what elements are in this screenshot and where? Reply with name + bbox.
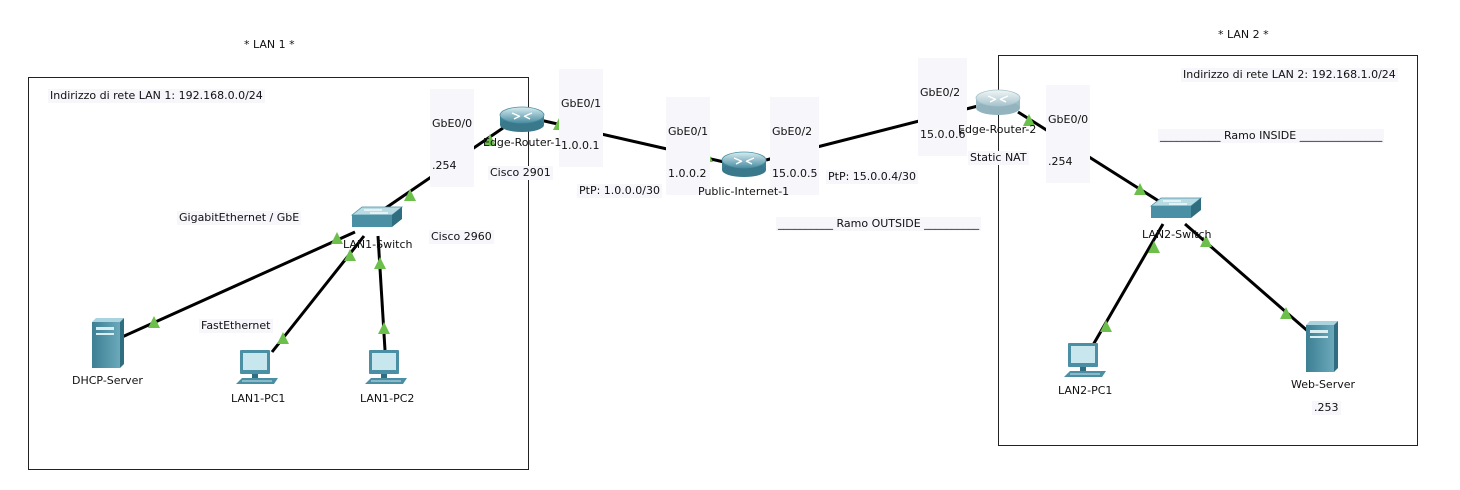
link-up-icon (1023, 114, 1035, 126)
link-up-icon (344, 249, 356, 261)
nat-note: Static NAT (968, 151, 1029, 165)
pi-if1-name: GbE0/1 (668, 125, 709, 138)
lan1-network-note: Indirizzo di rete LAN 1: 192.168.0.0/24 (48, 89, 265, 103)
pi-if1-ip: 1.0.0.2 (668, 167, 707, 180)
link-up-icon (277, 332, 289, 344)
web-server-icon[interactable] (1306, 321, 1338, 372)
link-up-icon (331, 232, 343, 244)
dhcp-server-icon[interactable] (92, 318, 124, 368)
ptp1-note: PtP: 1.0.0.0/30 (577, 184, 662, 198)
public-internet-1-icon[interactable] (721, 151, 767, 177)
web-server-label[interactable]: Web-Server (1291, 378, 1356, 391)
outside-note: __________ Ramo OUTSIDE __________ (776, 217, 982, 231)
r1-lan-if: GbE0/0 .254 (430, 89, 475, 187)
pi-if2-ip: 15.0.0.5 (772, 167, 818, 180)
lan1-fe-note: FastEthernet (199, 319, 273, 333)
link-switch1-dhcp (121, 230, 356, 339)
lan1-pc1-icon[interactable] (236, 350, 278, 384)
link-up-icon (1280, 307, 1292, 319)
links (121, 104, 1311, 353)
r2-wan-if: GbE0/2 15.0.0.6 (918, 58, 968, 156)
pi-if2: GbE0/2 15.0.0.5 (770, 97, 820, 195)
link-up-icon (1100, 320, 1112, 332)
r2-lan-if-ip: .254 (1048, 155, 1073, 168)
lan1-title: * LAN 1 * (244, 38, 295, 51)
lan1-pc2-icon[interactable] (365, 350, 407, 384)
r2-wan-if-ip: 15.0.0.6 (920, 128, 966, 141)
pi-if2-name: GbE0/2 (772, 125, 813, 138)
link-up-icon (148, 316, 160, 328)
r2-lan-if-name: GbE0/0 (1048, 113, 1089, 126)
lan1-router-model: Cisco 2901 (488, 166, 553, 180)
link-up-icon (1200, 235, 1212, 247)
edge-router-1-icon[interactable] (499, 106, 545, 132)
edge-router-2-icon[interactable] (975, 89, 1021, 115)
lan2-pc1-label[interactable]: LAN2-PC1 (1058, 384, 1113, 397)
lan2-area (998, 55, 1418, 446)
lan1-gbe-note: GigabitEthernet / GbE (177, 211, 302, 225)
edge-router-1-label[interactable]: Edge-Router-1 (483, 136, 562, 149)
dhcp-server-label[interactable]: DHCP-Server (72, 374, 143, 387)
lan1-switch-label[interactable]: LAN1-Switch (343, 238, 413, 251)
pi-if1: GbE0/1 1.0.0.2 (666, 97, 711, 195)
webserver-ip: .253 (1312, 401, 1341, 415)
lan2-title: * LAN 2 * (1218, 28, 1269, 41)
lan1-pc2-label[interactable]: LAN1-PC2 (360, 392, 415, 405)
r1-lan-if-ip: .254 (432, 159, 457, 172)
lan2-inside-note: ___________ Ramo INSIDE _______________ (1158, 129, 1385, 143)
link-status-markers (148, 105, 1292, 344)
link-up-icon (1134, 183, 1146, 195)
public-internet-1-label[interactable]: Public-Internet-1 (698, 185, 790, 198)
lan2-pc1-icon[interactable] (1064, 343, 1106, 377)
lan1-switch-icon[interactable] (350, 206, 404, 227)
link-up-icon (484, 134, 496, 146)
r1-wan-if: GbE0/1 1.0.0.1 (559, 69, 604, 167)
lan2-switch-label[interactable]: LAN2-Switch (1142, 228, 1212, 241)
lan1-switch-model: Cisco 2960 (429, 230, 494, 244)
ptp2-note: PtP: 15.0.0.4/30 (826, 170, 918, 184)
lan1-pc1-label[interactable]: LAN1-PC1 (231, 392, 286, 405)
link-up-icon (1148, 241, 1160, 253)
r1-wan-if-ip: 1.0.0.1 (561, 139, 600, 152)
lan2-network-note: Indirizzo di rete LAN 2: 192.168.1.0/24 (1181, 68, 1398, 82)
r1-wan-if-name: GbE0/1 (561, 97, 602, 110)
link-up-icon (374, 257, 386, 269)
r2-lan-if: GbE0/0 .254 (1046, 85, 1091, 183)
edge-router-2-label[interactable]: Edge-Router-2 (958, 123, 1037, 136)
r2-wan-if-name: GbE0/2 (920, 86, 961, 99)
link-up-icon (378, 322, 390, 334)
lan1-area (28, 77, 529, 470)
lan2-switch-icon[interactable] (1149, 197, 1203, 218)
r1-lan-if-name: GbE0/0 (432, 117, 473, 130)
link-up-icon (404, 189, 416, 201)
